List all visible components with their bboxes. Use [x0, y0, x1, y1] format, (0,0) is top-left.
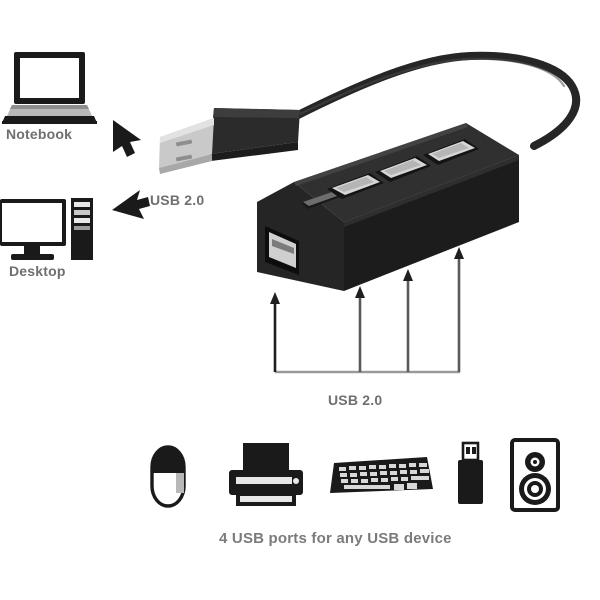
- notebook-label: Notebook: [6, 126, 73, 142]
- hub-port-3: [375, 156, 431, 182]
- mouse-icon: [150, 445, 186, 508]
- usb-upstream-label: USB 2.0: [150, 192, 205, 208]
- devices-caption: 4 USB ports for any USB device: [219, 530, 452, 547]
- speaker-icon: [510, 438, 560, 512]
- desktop-label: Desktop: [9, 263, 66, 279]
- usb-a-plug: [159, 108, 300, 174]
- hub-port-2: [327, 173, 384, 199]
- usb-flash-drive-icon: [458, 441, 483, 504]
- hub-port-4: [423, 139, 479, 165]
- cursor-arrow-down-left-icon: [112, 190, 150, 219]
- keyboard-icon: [330, 457, 433, 493]
- usb-cable: [292, 51, 581, 150]
- laptop-icon: [2, 52, 97, 124]
- hub-front-port: [265, 226, 299, 275]
- usb-hub-body: [257, 123, 519, 291]
- hub-port-1: [301, 192, 340, 209]
- printer-icon: [229, 443, 303, 506]
- desktop-computer-icon: [0, 198, 93, 260]
- port-callout-arrows: [270, 247, 464, 374]
- cursor-arrow-up-left-icon: [113, 120, 141, 157]
- usb-downstream-label: USB 2.0: [328, 392, 383, 408]
